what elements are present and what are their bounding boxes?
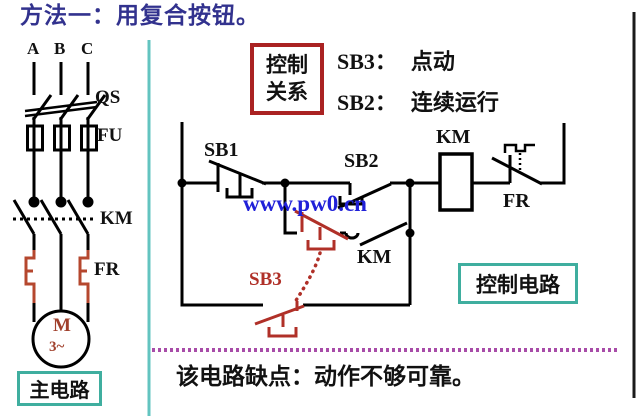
sb1-stop-button-symbol <box>208 159 267 199</box>
motor-type: 3~ <box>49 339 65 355</box>
sb3-composite-button-symbol <box>254 209 349 338</box>
km-coil-symbol <box>438 152 474 212</box>
qs-switch-symbol <box>24 94 107 121</box>
junction-dots <box>177 178 415 238</box>
relation-line1: 控制 <box>266 53 308 77</box>
main-circuit-caption: 主电路 <box>17 371 102 406</box>
main-caption-text: 主电路 <box>29 380 90 402</box>
legend-term: SB2： <box>337 90 397 115</box>
km-coil-label: KM <box>436 126 471 148</box>
legend-desc: 点动 <box>410 49 455 74</box>
fr-main-label: FR <box>94 259 120 280</box>
watermark-text: www.pw0.cn <box>243 191 367 216</box>
motor-circle <box>31 309 91 369</box>
legend-row-sb3: SB3： 点动 <box>337 44 455 76</box>
km-aux-label: KM <box>357 246 392 268</box>
sb2-label: SB2 <box>344 150 379 172</box>
main-circuit <box>12 62 107 369</box>
page-title: 方法一：用复合按钮。 <box>20 3 260 28</box>
km-main-contacts-symbol <box>12 196 97 235</box>
fu-fuse-symbol <box>26 124 98 152</box>
ctrl-caption-text: 控制电路 <box>476 272 560 297</box>
phase-label-b: B <box>54 39 66 58</box>
phase-lines <box>32 62 90 95</box>
control-circuit-caption: 控制电路 <box>458 263 578 304</box>
motor-leads <box>32 303 90 322</box>
legend-term: SB3： <box>337 49 397 74</box>
phase-label-c: C <box>81 39 94 58</box>
sb3-label: SB3 <box>249 269 282 290</box>
km-main-label: KM <box>100 208 133 229</box>
phase-wires-lower <box>32 234 90 316</box>
fu-label: FU <box>97 125 123 146</box>
phase-label-a: A <box>27 39 40 58</box>
relation-box: 控制 关系 <box>250 43 324 115</box>
latch-branch-wire <box>283 183 297 235</box>
footer-note: 该电路缺点：动作不够可靠。 <box>176 364 475 389</box>
control-circuit <box>177 122 566 338</box>
legend-row-sb2: SB2： 连续运行 <box>337 85 499 117</box>
main-rail <box>182 123 566 185</box>
phase-wires <box>32 117 90 198</box>
sb2-start-button-symbol <box>337 182 392 210</box>
fr-heater-symbol <box>24 250 90 303</box>
km-aux-contact-symbol <box>344 221 408 247</box>
sb1-label: SB1 <box>204 139 239 161</box>
fr-contact-symbol <box>491 143 543 186</box>
relation-line2: 关系 <box>266 80 308 104</box>
legend-desc: 连续运行 <box>410 90 499 115</box>
motor-letter: M <box>53 315 71 336</box>
fr-contact-label: FR <box>503 190 530 212</box>
qs-label: QS <box>95 87 121 108</box>
